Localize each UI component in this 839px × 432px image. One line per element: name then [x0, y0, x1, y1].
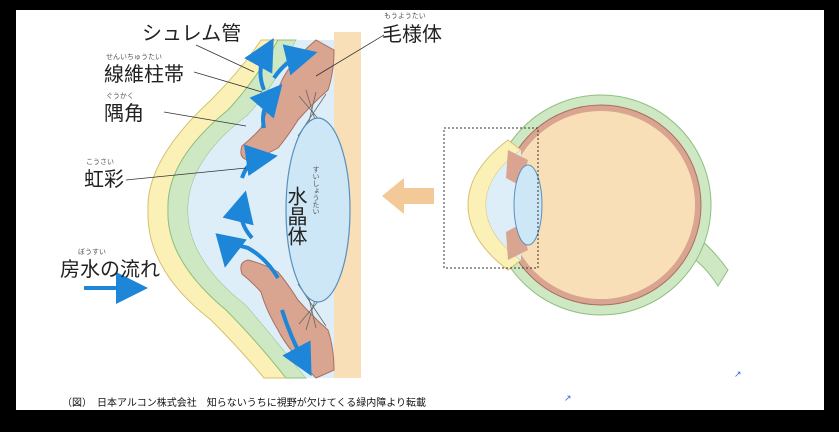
ruby-ciliary-body: もうようたい — [384, 12, 426, 20]
lens — [285, 117, 351, 303]
label-iris: 虹彩 — [84, 167, 124, 191]
ruby-angle: ぐうかく — [106, 92, 134, 100]
figure-caption: （図） 日本アルコン株式会社 知らないうちに視野が欠けてくる緑内障より転載 — [62, 398, 426, 409]
ruby-aqueous: ぼうすい — [78, 248, 106, 256]
anterior-chamber — [188, 40, 334, 378]
label-aqueous-flow: 房水の流れ — [60, 257, 160, 281]
label-ciliary-body: 毛様体 — [382, 22, 442, 46]
full-eye — [443, 94, 729, 316]
label-schlemm-canal: シュレム管 — [142, 21, 241, 45]
eye-lens — [513, 164, 543, 246]
zoom-arrow — [382, 178, 434, 214]
label-trabecular-meshwork: 線維柱帯 — [104, 62, 184, 86]
anterior-section — [84, 32, 385, 379]
link-arrow-icon-2: ↗ — [734, 370, 742, 380]
label-angle: 隅角 — [104, 101, 144, 125]
eye-vitreous — [507, 111, 695, 299]
leader-lines — [125, 34, 385, 181]
eye-diagram: シュレム管 もうようたい 毛様体 せんいちゅうたい 線維柱帯 ぐうかく 隅角 こ… — [60, 12, 729, 379]
ruby-lens: すいしょうたい — [312, 166, 320, 215]
link-arrow-icon: ↗ — [564, 394, 572, 404]
aqueous-flow-arrows — [215, 38, 318, 377]
figure-panel: シュレム管 もうようたい 毛様体 せんいちゅうたい 線維柱帯 ぐうかく 隅角 こ… — [16, 10, 824, 410]
ruby-iris: こうさい — [86, 158, 114, 166]
label-lens: 水晶体 — [284, 186, 308, 246]
zoom-region-box — [443, 127, 539, 269]
ruby-trabecular-meshwork: せんいちゅうたい — [106, 53, 162, 61]
